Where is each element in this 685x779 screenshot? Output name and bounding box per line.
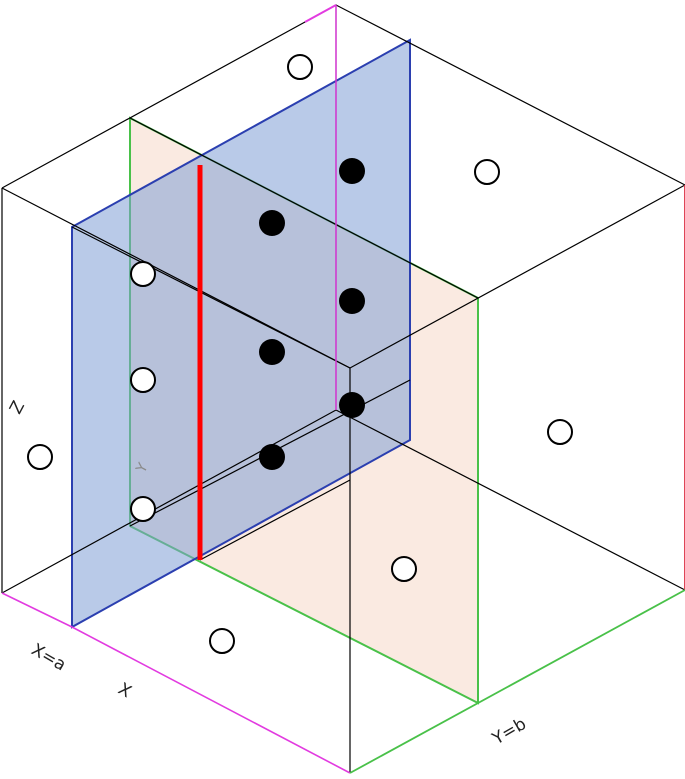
- open-point: [391, 556, 417, 582]
- open-point: [474, 159, 500, 185]
- open-points: [27, 54, 573, 654]
- filled-points: [259, 158, 365, 470]
- open-point: [130, 496, 156, 522]
- edge-magenta-bottom-left: [1, 592, 73, 628]
- label-x-axis: X: [114, 679, 134, 702]
- filled-point: [339, 158, 365, 184]
- edge-magenta-top: [304, 4, 337, 23]
- filled-point: [259, 444, 285, 470]
- label-z-axis: Z: [6, 398, 29, 418]
- open-point: [209, 628, 235, 654]
- open-point: [287, 54, 313, 80]
- filled-point: [259, 339, 285, 365]
- filled-point: [339, 288, 365, 314]
- open-point: [547, 419, 573, 445]
- label-x-eq-a: X=a: [28, 640, 69, 675]
- filled-point: [339, 392, 365, 418]
- label-y-eq-b: Y=b: [488, 714, 530, 750]
- open-point: [130, 367, 156, 393]
- edge-green-bottom-right: [349, 589, 685, 774]
- open-point: [130, 261, 156, 287]
- edge-magenta-bottom-front: [71, 626, 351, 774]
- filled-point: [259, 210, 285, 236]
- open-point: [27, 444, 53, 470]
- plane-x-eq-a: [71, 38, 411, 629]
